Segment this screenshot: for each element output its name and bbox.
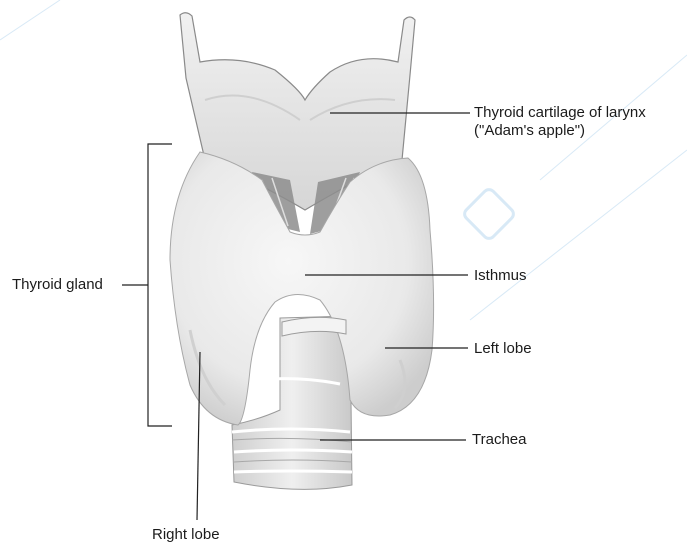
label-isthmus: Isthmus: [474, 267, 527, 285]
label-thyroid-cartilage: Thyroid cartilage of larynx ("Adam's app…: [474, 104, 646, 140]
label-thyroid-gland: Thyroid gland: [12, 276, 103, 294]
label-thyroid-cartilage-line2: ("Adam's apple"): [474, 122, 646, 140]
label-right-lobe: Right lobe: [152, 526, 220, 544]
label-trachea: Trachea: [472, 431, 526, 449]
thyroid-gland-bracket: [148, 144, 172, 426]
label-left-lobe: Left lobe: [474, 340, 532, 358]
label-thyroid-cartilage-line1: Thyroid cartilage of larynx: [474, 104, 646, 122]
